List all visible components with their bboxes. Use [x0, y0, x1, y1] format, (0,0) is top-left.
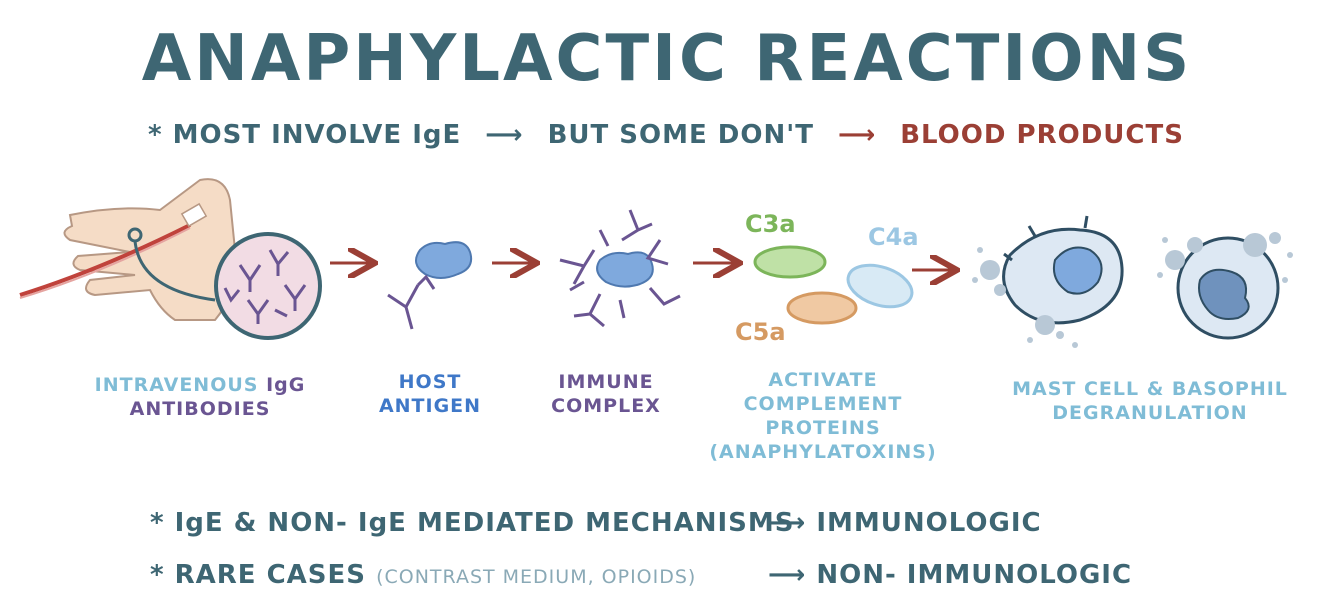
right-arrow-icon: ⟶	[837, 120, 877, 150]
most-involve-ige: MOST INVOLVE IgE	[172, 120, 462, 150]
rare-cases-note: (CONTRAST MEDIUM, OPIOIDS)	[376, 566, 697, 588]
ivig-label-line2: ANTIBODIES	[129, 398, 271, 420]
pathway-illustration: C3a C4a C5a	[19, 178, 1293, 348]
immunologic-label: IMMUNOLOGIC	[816, 508, 1042, 538]
ivig-label-line1: INTRAVENOUS	[94, 374, 259, 396]
right-arrow-icon: ⟶	[768, 560, 807, 590]
bottom-line-2-result: ⟶ NON- IMMUNOLOGIC	[768, 560, 1132, 590]
complement-line1: ACTIVATE	[768, 369, 878, 391]
ivig-label-igg: IgG	[266, 374, 306, 396]
hand-iv-illustration	[19, 178, 237, 321]
complement-line4: (ANAPHYLATOXINS)	[709, 441, 937, 463]
bottom-line-1-result: ⟶ IMMUNOLOGIC	[768, 508, 1042, 538]
rare-cases-label: RARE CASES	[174, 560, 366, 590]
host-antigen-line1: HOST	[398, 371, 462, 393]
bottom-line-1-text: IgE & NON- IgE MEDIATED MECHANISMS	[174, 508, 795, 538]
complement-line2: COMPLEMENT	[743, 393, 903, 415]
c3a-label: C3a	[745, 210, 796, 238]
non-immunologic-label: NON- IMMUNOLOGIC	[816, 560, 1133, 590]
summary-line: * MOST INVOLVE IgE ⟶ BUT SOME DON'T ⟶ BLOOD P…	[148, 120, 1184, 150]
complement-label: ACTIVATE COMPLEMENT PROTEINS (ANAPHYLATO…	[703, 368, 943, 464]
immune-complex-line1: IMMUNE	[558, 371, 654, 393]
immune-complex-illustration	[559, 209, 681, 328]
basophil-illustration	[1157, 232, 1293, 340]
blood-products: BLOOD PRODUCTS	[900, 120, 1184, 150]
ivig-label: INTRAVENOUS IgG ANTIBODIES	[80, 373, 320, 421]
immune-complex-label: IMMUNE COMPLEX	[536, 370, 676, 418]
immune-complex-line2: COMPLEX	[551, 395, 661, 417]
complement-proteins-illustration: C3a C4a C5a	[735, 210, 919, 346]
mast-cell-line1: MAST CELL & BASOPHIL	[1012, 378, 1288, 400]
bullet-star: *	[150, 508, 165, 538]
mast-cell-label: MAST CELL & BASOPHIL DEGRANULATION	[1000, 377, 1300, 425]
bullet-star: *	[148, 120, 163, 150]
c4a-label: C4a	[868, 223, 919, 251]
right-arrow-icon: ⟶	[768, 508, 807, 538]
right-arrow-icon: ⟶	[485, 120, 524, 150]
bullet-star: *	[150, 560, 165, 590]
but-some-dont: BUT SOME DON'T	[547, 120, 814, 150]
mast-cell-illustration	[972, 215, 1124, 348]
mast-cell-line2: DEGRANULATION	[1052, 402, 1248, 424]
host-antigen-illustration	[387, 241, 473, 330]
host-antigen-line2: ANTIGEN	[378, 395, 482, 417]
bottom-line-2: * RARE CASES (CONTRAST MEDIUM, OPIOIDS)	[150, 560, 696, 590]
c5a-label: C5a	[735, 318, 786, 346]
magnified-antibodies-circle	[214, 232, 322, 340]
bottom-line-1: * IgE & NON- IgE MEDIATED MECHANISMS	[150, 508, 794, 538]
complement-line3: PROTEINS	[765, 417, 881, 439]
page-title: ANAPHYLACTIC REACTIONS	[141, 22, 1193, 96]
host-antigen-label: HOST ANTIGEN	[360, 370, 500, 418]
